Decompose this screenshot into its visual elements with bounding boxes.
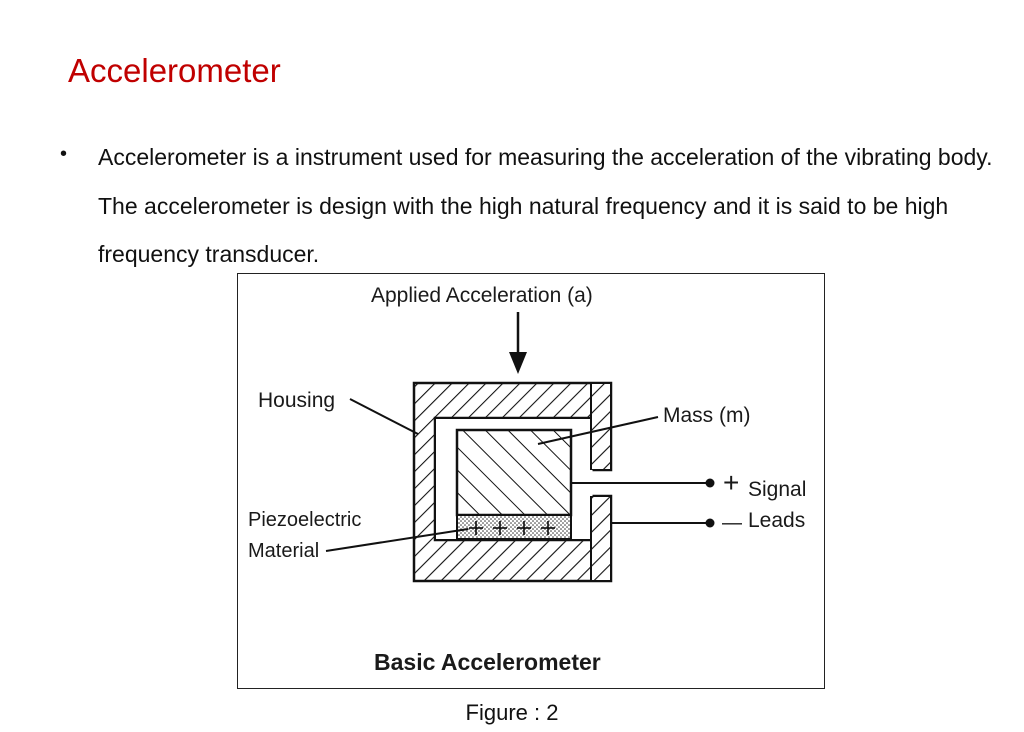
housing-leader	[349, 398, 419, 435]
piezo-leader	[325, 528, 469, 552]
piezo-marks	[469, 521, 555, 535]
mass-label: Mass (m)	[663, 404, 751, 427]
lower-flange	[590, 495, 612, 582]
bullet-text: Accelerometer is a instrument used for m…	[98, 144, 993, 267]
lead-minus-terminal	[705, 518, 715, 528]
piezo-label-line1: Piezoelectric	[248, 509, 361, 531]
accelerometer-figure: Applied Acceleration (a) Housing Mass (m…	[237, 273, 825, 689]
mass-block	[455, 428, 573, 517]
slide-title: Accelerometer	[68, 52, 281, 89]
upper-flange	[590, 382, 612, 471]
figure-caption: Figure : 2	[465, 700, 559, 725]
diagram-title: Basic Accelerometer	[374, 649, 601, 675]
plus-sign: +	[723, 467, 739, 498]
piezo-label-line2: Material	[248, 540, 319, 562]
arrow-head	[509, 352, 527, 374]
mass-leader	[537, 416, 659, 445]
piezoelectric-material	[456, 514, 572, 540]
minus-sign: —	[722, 512, 742, 534]
leads-label: Leads	[748, 509, 805, 532]
housing-label: Housing	[258, 389, 335, 412]
lead-plus-terminal	[705, 478, 715, 488]
signal-label: Signal	[748, 478, 806, 501]
accelerometer-diagram: Applied Acceleration (a) Housing Mass (m…	[248, 284, 806, 675]
bullet-marker: •	[60, 143, 68, 165]
applied-acceleration-label: Applied Acceleration (a)	[371, 284, 593, 307]
